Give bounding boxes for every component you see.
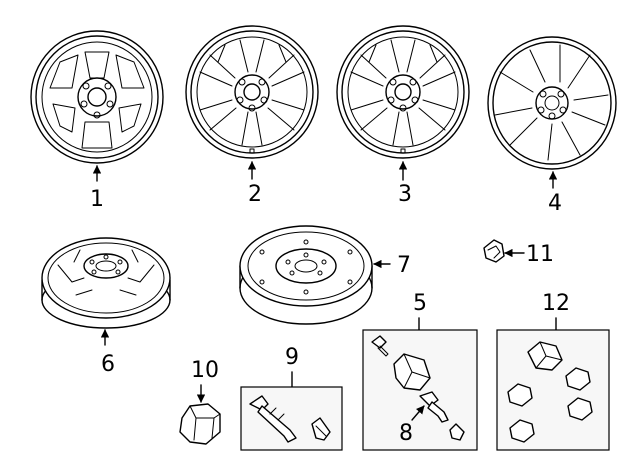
wheel-3-spokes	[350, 39, 456, 146]
wheel-7[interactable]	[239, 225, 373, 325]
callout-1: 1	[90, 187, 104, 212]
callout-5: 5	[413, 291, 427, 316]
callout-3: 3	[398, 182, 412, 207]
part-12-lock-nut-3[interactable]	[567, 397, 593, 421]
callout-4: 4	[548, 191, 562, 216]
callout-9: 9	[285, 345, 299, 370]
wheel-4[interactable]	[487, 36, 617, 170]
callout-12: 12	[542, 291, 570, 316]
part-12-lock-key[interactable]	[527, 341, 563, 371]
wheel-1-spokes	[49, 51, 145, 149]
part-12-lock-nut-4[interactable]	[509, 419, 535, 443]
part-12-lock-nut-1[interactable]	[507, 383, 533, 407]
part-11-clip[interactable]	[483, 239, 505, 263]
part-5-sensor[interactable]	[393, 353, 431, 391]
callout-6: 6	[101, 352, 115, 377]
part-9-valve-stem[interactable]	[249, 395, 297, 443]
callout-8: 8	[399, 421, 413, 446]
wheel-2-spokes	[199, 39, 305, 146]
part-9-valve-cap[interactable]	[311, 417, 331, 441]
wheel-6[interactable]	[41, 237, 171, 329]
part-8-valve-stem[interactable]	[419, 391, 449, 423]
part-10-lug-nut[interactable]	[179, 403, 221, 445]
callout-7: 7	[397, 253, 411, 278]
wheel-3[interactable]	[336, 25, 470, 159]
wheel-1[interactable]	[30, 30, 164, 164]
part-5-valve-cap[interactable]	[449, 423, 465, 441]
callout-10: 10	[191, 358, 219, 383]
part-5-screw[interactable]	[371, 335, 389, 357]
callout-8-arrow	[411, 405, 425, 421]
callout-11: 11	[526, 242, 554, 267]
callout-2: 2	[248, 182, 262, 207]
wheel-2[interactable]	[185, 25, 319, 159]
wheel-4-spokes	[494, 44, 609, 161]
part-12-lock-nut-2[interactable]	[565, 367, 591, 391]
